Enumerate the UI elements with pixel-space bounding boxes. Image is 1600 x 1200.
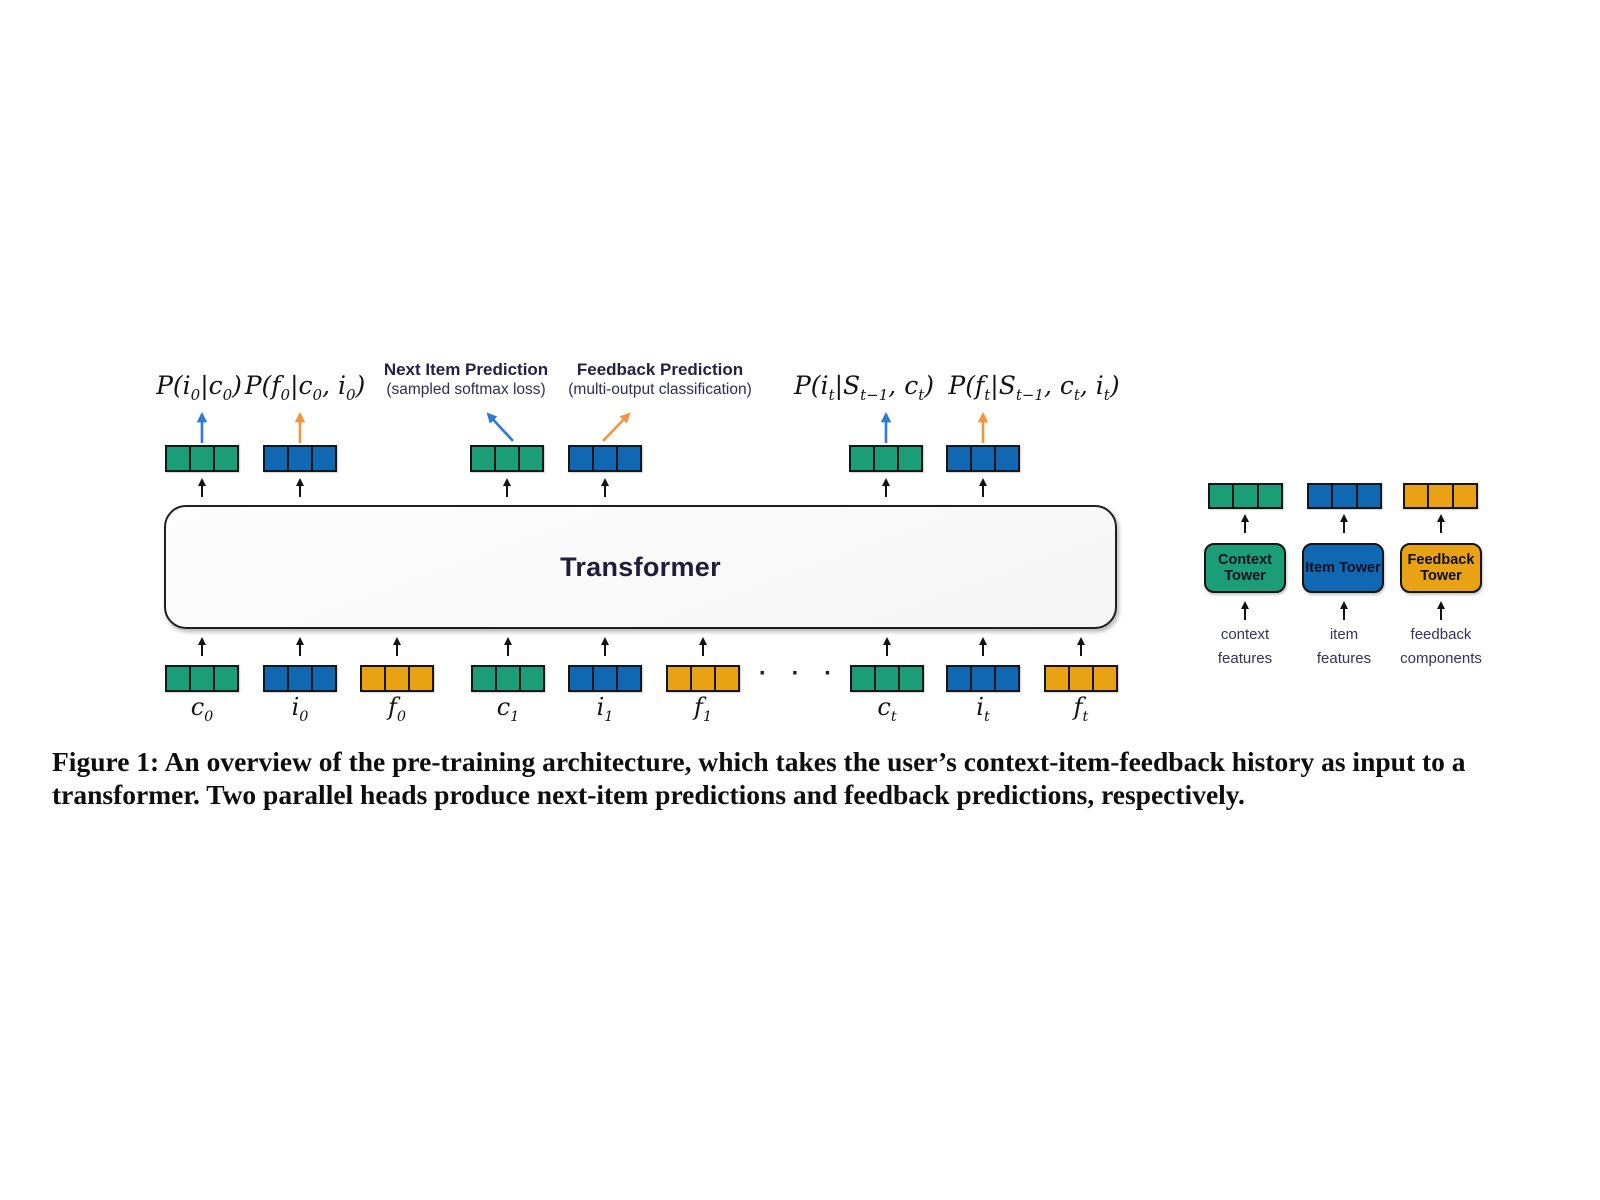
- context-features-line2: features: [1217, 650, 1273, 667]
- up-arrow-icon: [599, 478, 611, 497]
- output-block-c0: [165, 445, 239, 472]
- input-block-i1: [568, 665, 642, 692]
- up-arrow-icon: [1338, 601, 1350, 620]
- context-tower-label: Context Tower: [1218, 552, 1272, 584]
- input-block-ct: [850, 665, 924, 692]
- input-block-c0: [165, 665, 239, 692]
- input-block-i0: [263, 665, 337, 692]
- feedback-components-line2: components: [1400, 650, 1482, 667]
- output-block-ct: [849, 445, 923, 472]
- output-block-i1: [568, 445, 642, 472]
- up-arrow-icon: [881, 637, 893, 656]
- input-block-f0: [360, 665, 434, 692]
- feedback-prediction-title: Feedback Prediction: [576, 360, 744, 379]
- up-arrow-icon: [391, 637, 403, 656]
- up-arrow-icon: [1338, 514, 1350, 533]
- input-label-ct: ct: [877, 693, 897, 725]
- arrow-next-item-prediction: [486, 412, 514, 442]
- up-arrow-icon: [1239, 601, 1251, 620]
- input-block-ft: [1044, 665, 1118, 692]
- input-block-it: [946, 665, 1020, 692]
- item-tower-label: Item Tower: [1305, 560, 1381, 576]
- ellipsis: · · ·: [758, 660, 842, 687]
- input-label-c1: c1: [496, 693, 520, 725]
- item-features-line1: item: [1329, 626, 1359, 643]
- up-arrow-icon: [1075, 637, 1087, 656]
- up-arrow-icon: [1435, 514, 1447, 533]
- caption-line-1: Figure 1: An overview of the pre-trainin…: [52, 746, 1466, 777]
- feedback-tower-box: Feedback Tower: [1400, 543, 1482, 593]
- input-label-i0: i0: [291, 693, 309, 725]
- feedback-components-label: feedback components: [1371, 626, 1511, 668]
- up-arrow-icon: [977, 478, 989, 497]
- output-block-i0: [263, 445, 337, 472]
- input-label-it: it: [976, 693, 990, 725]
- prediction-label-ft: P(ft|St−1, ct, it): [948, 371, 1120, 404]
- transformer-box: Transformer: [164, 505, 1117, 629]
- feedback-components-line1: feedback: [1410, 626, 1472, 643]
- context-tower-output-block: [1208, 483, 1283, 509]
- feedback-tower-output-block: [1403, 483, 1478, 509]
- transformer-label: Transformer: [560, 551, 721, 582]
- item-features-label: item features: [1274, 626, 1414, 668]
- figure-caption: Figure 1: An overview of the pre-trainin…: [52, 745, 1492, 811]
- up-arrow-icon: [1435, 601, 1447, 620]
- input-label-c0: c0: [190, 693, 214, 725]
- item-features-line2: features: [1316, 650, 1372, 667]
- input-block-c1: [471, 665, 545, 692]
- item-tower-output-block: [1307, 483, 1382, 509]
- input-label-f0: f0: [387, 693, 407, 725]
- caption-line-2: transformer. Two parallel heads produce …: [52, 779, 1245, 810]
- next-item-prediction-title: Next Item Prediction: [383, 360, 549, 379]
- context-tower-box: Context Tower: [1204, 543, 1286, 593]
- input-label-i1: i1: [596, 693, 614, 725]
- up-arrow-icon: [1239, 514, 1251, 533]
- next-item-prediction-label: Next Item Prediction (sampled softmax lo…: [306, 360, 626, 399]
- context-features-label: context features: [1175, 626, 1315, 668]
- up-arrow-icon: [977, 637, 989, 656]
- up-arrow-icon: [502, 637, 514, 656]
- feedback-prediction-label: Feedback Prediction (multi-output classi…: [500, 360, 820, 399]
- feedback-tower-label: Feedback Tower: [1407, 552, 1475, 584]
- feedback-prediction-subtitle: (multi-output classification): [568, 381, 752, 398]
- prediction-label-it: P(it|St−1, ct): [793, 371, 934, 404]
- up-arrow-icon: [697, 637, 709, 656]
- up-arrow-icon: [196, 637, 208, 656]
- up-arrow-icon: [294, 478, 306, 497]
- prediction-label-i0: P(i0|c0): [156, 371, 242, 404]
- input-block-f1: [666, 665, 740, 692]
- up-arrow-icon: [196, 478, 208, 497]
- up-arrow-icon: [501, 478, 513, 497]
- prediction-label-f0: P(f0|c0, i0): [244, 371, 366, 404]
- input-label-f1: f1: [693, 693, 713, 725]
- context-features-line1: context: [1220, 626, 1270, 643]
- next-item-prediction-subtitle: (sampled softmax loss): [386, 381, 546, 398]
- up-arrow-icon: [880, 478, 892, 497]
- up-arrow-icon: [599, 637, 611, 656]
- up-arrow-icon: [294, 637, 306, 656]
- item-tower-box: Item Tower: [1302, 543, 1384, 593]
- output-block-c1: [470, 445, 544, 472]
- output-block-it: [946, 445, 1020, 472]
- arrow-feedback-prediction: [602, 412, 631, 442]
- input-label-ft: ft: [1073, 693, 1089, 725]
